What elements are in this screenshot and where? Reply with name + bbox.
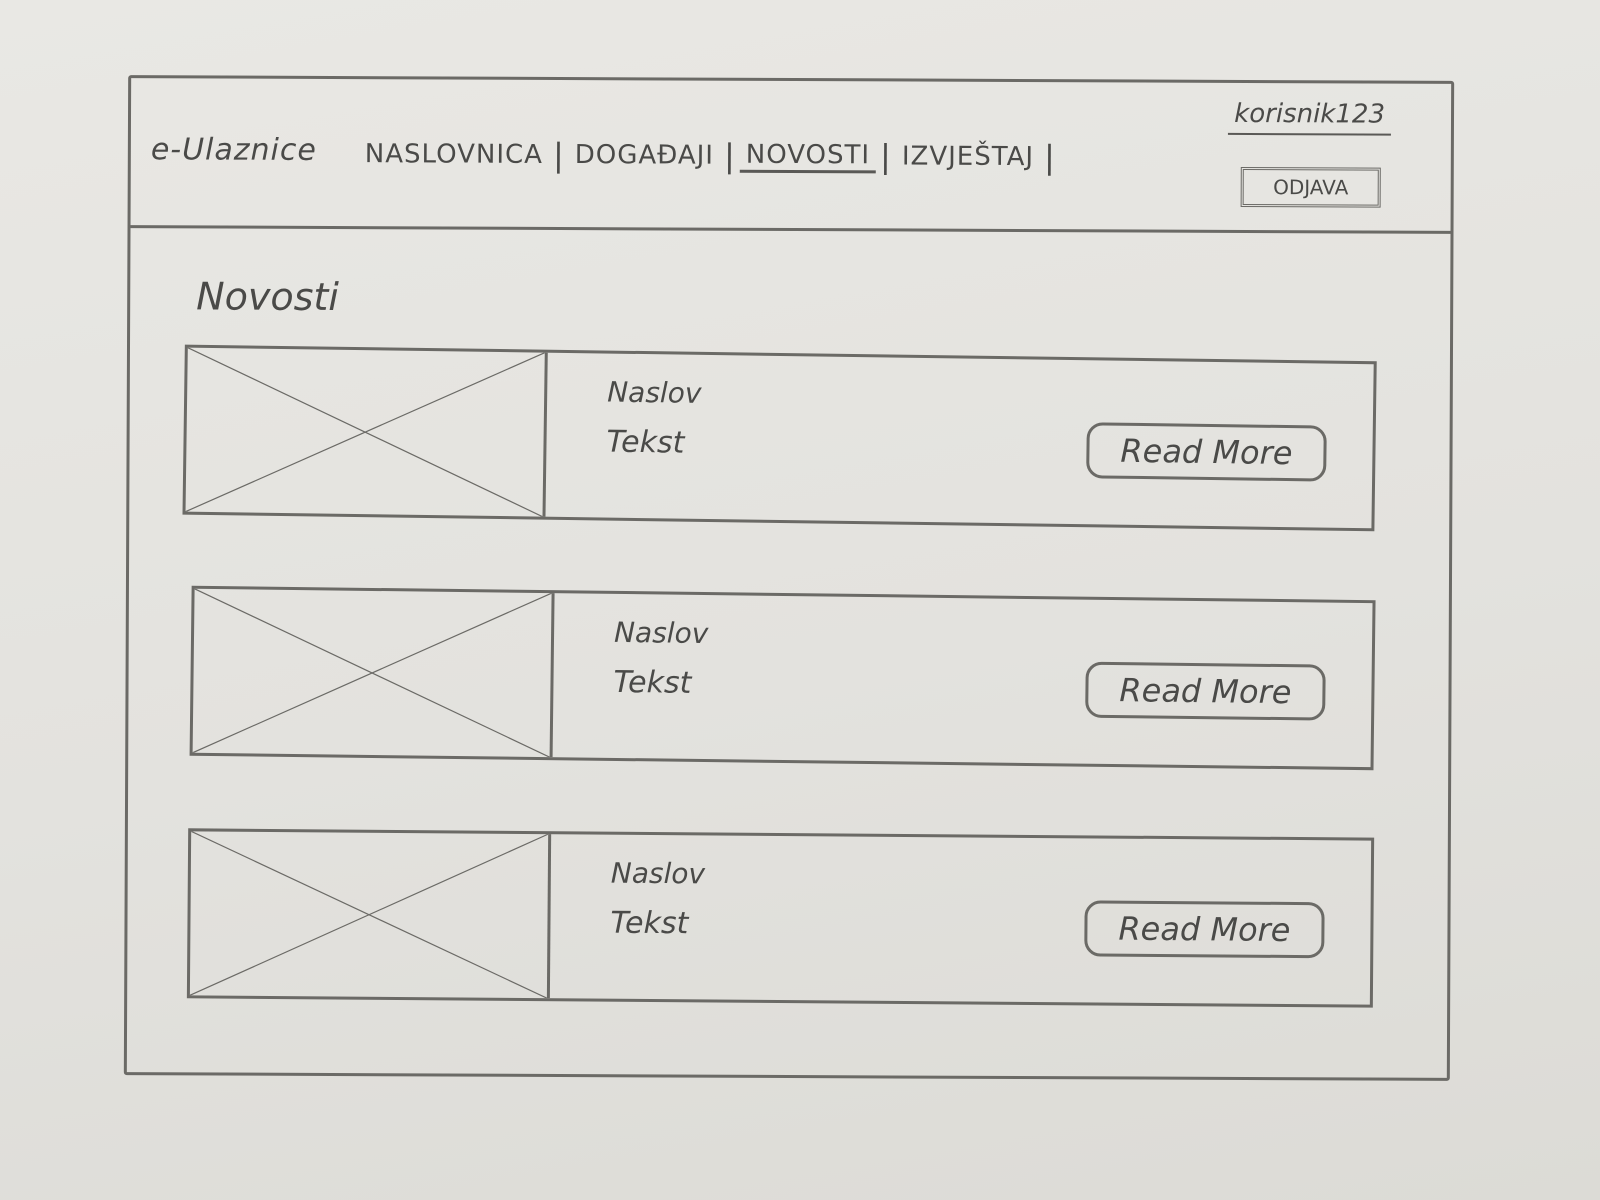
main-nav: NASLOVNICA | DOGAĐAJI | NOVOSTI | IZVJEŠ…: [359, 135, 1060, 176]
username-label: korisnik123: [1228, 98, 1392, 136]
nav-item-dogadaji[interactable]: DOGAĐAJI: [574, 140, 715, 171]
news-card: Naslov Tekst Read More: [189, 585, 1376, 771]
news-list: Naslov Tekst Read More Naslov Tekst Read…: [181, 344, 1377, 1075]
read-more-button[interactable]: Read More: [1085, 661, 1326, 721]
news-text-block: Naslov Tekst: [606, 376, 701, 461]
nav-separator: |: [723, 136, 736, 175]
brand-logo[interactable]: e-Ulaznice: [150, 132, 317, 168]
image-placeholder-icon: [185, 347, 548, 517]
logout-button[interactable]: ODJAVA: [1240, 166, 1381, 208]
image-placeholder-icon: [189, 831, 552, 999]
top-header: e-Ulaznice NASLOVNICA | DOGAĐAJI | NOVOS…: [130, 78, 1452, 234]
news-title: Naslov: [607, 375, 702, 410]
browser-window: e-Ulaznice NASLOVNICA | DOGAĐAJI | NOVOS…: [123, 75, 1455, 1081]
news-title: Naslov: [610, 856, 706, 891]
news-body: Tekst: [613, 664, 692, 701]
read-more-button[interactable]: Read More: [1084, 900, 1325, 959]
news-text-block: Naslov Tekst: [610, 857, 705, 942]
nav-separator: |: [880, 137, 892, 176]
read-more-button[interactable]: Read More: [1086, 422, 1327, 482]
news-text-block: Naslov Tekst: [613, 616, 708, 701]
news-body: Tekst: [606, 424, 685, 461]
nav-separator: |: [552, 135, 565, 175]
nav-item-izvjestaj[interactable]: IZVJEŠTAJ: [901, 141, 1035, 173]
image-placeholder-icon: [192, 588, 555, 758]
nav-item-naslovnica[interactable]: NASLOVNICA: [364, 139, 544, 170]
news-title: Naslov: [613, 615, 709, 651]
news-card: Naslov Tekst Read More: [182, 344, 1377, 532]
news-card: Naslov Tekst Read More: [186, 828, 1375, 1008]
nav-separator: |: [1043, 138, 1056, 177]
nav-item-novosti[interactable]: NOVOSTI: [739, 139, 877, 173]
page-title: Novosti: [196, 274, 339, 320]
news-body: Tekst: [610, 905, 689, 942]
